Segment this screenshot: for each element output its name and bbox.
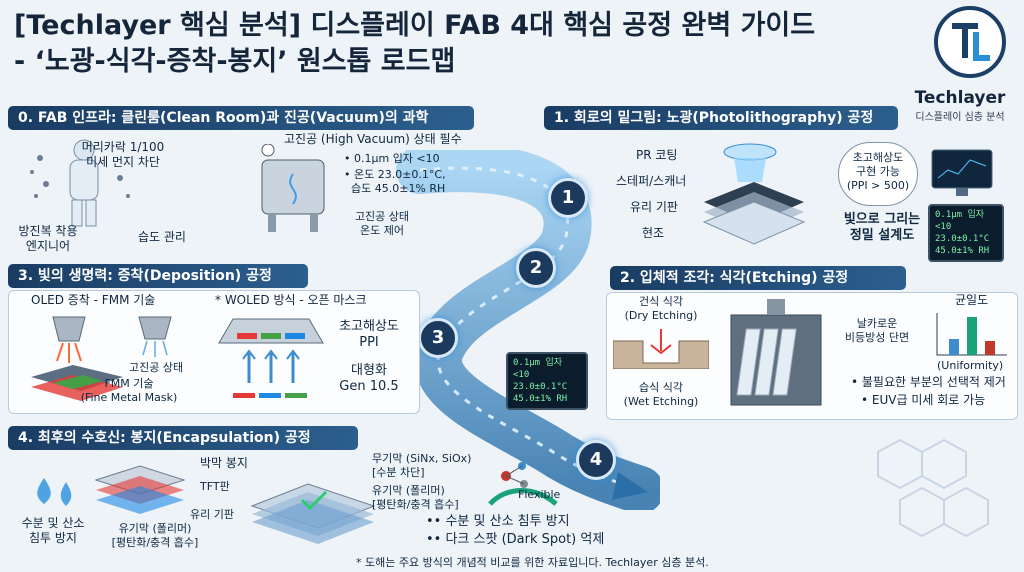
step-badge-1: 1	[548, 178, 588, 218]
fmm-deposition-icon	[31, 316, 123, 401]
encap-bullet-1: •• 수분 및 산소 침투 방지	[426, 514, 570, 529]
section-2-body: 건식 식각 (Dry Etching) 습식 식각 (Wet Etching) …	[606, 292, 1018, 420]
engineer-icon	[30, 139, 130, 227]
ppi-label: 초고해상도 PPI	[339, 319, 399, 350]
etch-bullet-2: • EUV급 미세 회로 가능	[861, 393, 986, 407]
vacuum-chamber-icon	[261, 144, 325, 232]
thin-film-label: 박막 봉지	[200, 456, 248, 470]
resolution-bubble: 초고해상도 구현 가능 (PPI > 500)	[838, 142, 918, 206]
dry-etch-profile-icon	[613, 329, 709, 369]
vacuum-title: 고진공 (High Vacuum) 상태 필수	[284, 132, 462, 146]
organic-layer-2-label: 유기막 (폴리머) [평탄화/충격 흡수]	[372, 484, 459, 511]
uniformity-label: (Uniformity)	[937, 359, 1004, 372]
title-line-2: - ‘노광-식각-증착-봉지’ 원스톱 로드맵	[14, 46, 456, 77]
section-4-body: 수분 및 산소 침투 방지 유기막 (폴리머) [평탄화/충격 흡수] 박막 봉…	[8, 452, 605, 556]
page-title: [Techlayer 핵심 분석] 디스플레이 FAB 4대 핵심 공정 완벽 …	[14, 8, 894, 80]
path-spec-display: 0.1μm 입자 <10 23.0±0.1°C 45.0±1% RH	[506, 352, 588, 410]
path-lcd-line: 45.0±1% RH	[513, 394, 568, 404]
glass-substrate-label: 유리 기판	[630, 200, 678, 214]
lcd-line: 23.0±0.1°C	[935, 234, 990, 244]
hexagon-pattern-icon	[877, 438, 989, 538]
organic-layer-label: 유기막 (폴리머) [평탄화/충격 흡수]	[111, 522, 199, 549]
woled-open-mask-icon	[218, 318, 324, 398]
etch-chamber-icon	[730, 299, 822, 406]
logo-name: Techlayer	[914, 88, 1006, 108]
vacuum-control-label: 고진공 상태 온도 제어	[354, 210, 410, 237]
develop-label: 현조	[642, 226, 665, 240]
gen-label: 대형화 Gen 10.5	[339, 363, 399, 394]
flexible-label: Flexible	[518, 488, 561, 501]
fmm-vacuum-label: 고진공 상태	[129, 361, 184, 374]
logo-subtitle: 디스플레이 심층 분석	[915, 112, 1005, 123]
step-badge-3: 3	[418, 318, 458, 358]
glass-label: 유리 기판	[190, 508, 234, 521]
section-3-body: OLED 증착 - FMM 기술 * WOLED 방식 - 오픈 마스크 고진공…	[8, 290, 420, 414]
section-1-body: PR 코팅 스테퍼/스캐너 유리 기판 현조 초고해상도 구현 가능 (PPI …	[544, 132, 1014, 262]
oled-fmm-label: OLED 증착 - FMM 기술	[31, 293, 156, 307]
vacuum-spec-1: • 0.1μm 입자 <10	[344, 152, 440, 165]
flexible-molecule-icon	[488, 462, 558, 506]
section-1-header: 1. 회로의 밑그림: 노광(Photolithography) 공정	[544, 106, 898, 130]
section-1-caption: 빛으로 그리는 정밀 설계도	[843, 212, 921, 243]
footnote: * 도해는 주요 방식의 개념적 비교를 위한 자료입니다. Techlayer…	[356, 556, 709, 569]
water-drop-icon	[37, 478, 72, 506]
vacuum-spec-2: • 온도 23.0±0.1°C,	[344, 168, 446, 181]
pr-coating-label: PR 코팅	[636, 148, 678, 162]
techlayer-logo	[934, 6, 1006, 78]
tl-logo-icon	[952, 23, 990, 61]
section-0-header: 0. FAB 인프라: 클린룸(Clean Room)과 진공(Vacuum)의…	[8, 106, 474, 130]
section-2-header: 2. 입체적 조각: 식각(Etching) 공정	[610, 266, 906, 290]
etch-bullet-1: • 불필요한 부분의 선택적 제거	[851, 375, 1006, 389]
section-1-spec-display: 0.1μm 입자 <10 23.0±0.1°C 45.0±1% RH	[928, 204, 1004, 262]
path-lcd-line: 23.0±0.1°C	[513, 382, 568, 392]
encap-bullet-2: •• 다크 스팟 (Dark Spot) 억제	[426, 532, 605, 547]
woled-label: * WOLED 방식 - 오픈 마스크	[215, 293, 367, 307]
step-badge-2: 2	[516, 248, 556, 288]
engineer-label: 방진복 착용 엔지니어	[18, 224, 78, 253]
path-lcd-line: 0.1μm 입자 <10	[513, 358, 563, 380]
encapsulation-layer-icon	[94, 465, 186, 514]
monitor-icon	[931, 149, 993, 196]
uniformity-title: 균일도	[955, 293, 989, 307]
uniformity-chart-icon	[936, 313, 1007, 356]
step-badge-4: 4	[576, 440, 616, 480]
moisture-block-label: 수분 및 산소 침투 방지	[21, 516, 85, 545]
section-0-body: 머리카락 1/100 미세 먼지 차단 방진복 착용 엔지니어 습도 관리 고진…	[8, 132, 461, 253]
stepper-label: 스테퍼/스캐너	[616, 174, 687, 188]
photolithography-stack-icon	[702, 143, 806, 245]
lcd-line: 45.0±1% RH	[935, 246, 990, 256]
dust-note: 머리카락 1/100 미세 먼지 차단	[81, 140, 165, 169]
humidity-label: 습도 관리	[138, 230, 186, 244]
lcd-line: 0.1μm 입자 <10	[935, 210, 985, 232]
crucible-icon	[138, 316, 172, 357]
dry-etching-label: 건식 식각 (Dry Etching)	[624, 295, 698, 322]
wet-etching-label: 습식 식각 (Wet Etching)	[623, 381, 699, 408]
anisotropic-label: 날카로운 비등방성 단면	[844, 317, 910, 344]
section-3-header: 3. 빛의 생명력: 증착(Deposition) 공정	[8, 264, 308, 288]
thin-film-stack-icon	[250, 483, 376, 544]
title-line-1: [Techlayer 핵심 분석] 디스플레이 FAB 4대 핵심 공정 완벽 …	[14, 10, 816, 41]
inorganic-layer-label: 무기막 (SiNx, SiOx) [수분 차단]	[372, 452, 472, 479]
vacuum-spec-3: 습도 45.0±1% RH	[344, 182, 446, 195]
fmm-mask-label: FMM 기술 (Fine Metal Mask)	[80, 377, 178, 404]
section-4-header: 4. 최후의 수호신: 봉지(Encapsulation) 공정	[8, 426, 358, 450]
tft-label: TFT판	[200, 480, 230, 493]
